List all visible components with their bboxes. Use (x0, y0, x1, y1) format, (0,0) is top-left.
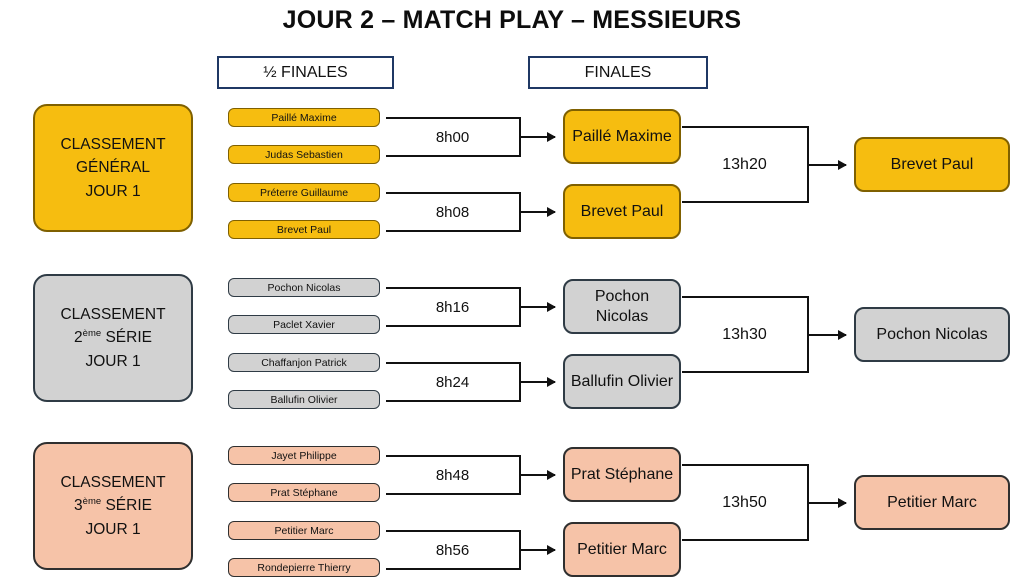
match-time: 13h20 (720, 155, 769, 174)
category-line-1: CLASSEMENT (60, 306, 166, 324)
match-time: 8h08 (433, 203, 472, 221)
arrow-icon (521, 545, 556, 555)
semifinal-player-pill[interactable]: Judas Sebastien (228, 145, 380, 164)
category-line-2: 2ème SÉRIE (74, 326, 152, 349)
match-time: 8h24 (433, 373, 472, 391)
semifinal-bracket-connector: 8h16 (386, 287, 521, 327)
winner-box[interactable]: Pochon Nicolas (854, 307, 1010, 362)
category-box-serie-2: CLASSEMENT 2ème SÉRIE JOUR 1 (33, 274, 193, 402)
arrow-icon (521, 207, 556, 217)
category-series-word: SÉRIE (105, 497, 152, 515)
arrow-icon (809, 498, 847, 508)
category-box-serie-3: CLASSEMENT 3ème SÉRIE JOUR 1 (33, 442, 193, 570)
semifinal-player-pill[interactable]: Prat Stéphane (228, 483, 380, 502)
bracket-section-serie-2: CLASSEMENT 2ème SÉRIE JOUR 1 Pochon Nico… (0, 274, 1024, 410)
category-line-2: GÉNÉRAL (75, 159, 151, 177)
category-series-suffix: ème (82, 328, 102, 340)
category-series-suffix: ème (82, 496, 102, 508)
semifinal-player-pill[interactable]: Rondepierre Thierry (228, 558, 380, 577)
semifinal-player-pill[interactable]: Chaffanjon Patrick (228, 353, 380, 372)
match-time: 8h56 (433, 541, 472, 559)
semifinal-bracket-connector: 8h08 (386, 192, 521, 232)
semifinal-player-pill[interactable]: Paclet Xavier (228, 315, 380, 334)
match-time: 8h00 (433, 128, 472, 146)
arrow-icon (809, 160, 847, 170)
semifinal-bracket-connector: 8h24 (386, 362, 521, 402)
winner-box[interactable]: Petitier Marc (854, 475, 1010, 530)
category-box-general: CLASSEMENT GÉNÉRAL JOUR 1 (33, 104, 193, 232)
finalist-box[interactable]: Pochon Nicolas (563, 279, 681, 334)
semifinal-player-pill[interactable]: Brevet Paul (228, 220, 380, 239)
semifinal-bracket-connector: 8h56 (386, 530, 521, 570)
semifinal-player-pill[interactable]: Pochon Nicolas (228, 278, 380, 297)
match-time: 13h50 (720, 493, 769, 512)
semifinal-bracket-connector: 8h48 (386, 455, 521, 495)
category-series-number: 2 (74, 329, 83, 347)
semifinal-player-pill[interactable]: Jayet Philippe (228, 446, 380, 465)
page-title: JOUR 2 – MATCH PLAY – MESSIEURS (282, 6, 742, 34)
finalist-box[interactable]: Ballufin Olivier (563, 354, 681, 409)
round-header-semifinals: ½ FINALES (217, 56, 394, 89)
semifinal-player-pill[interactable]: Petitier Marc (228, 521, 380, 540)
category-series-number: 3 (74, 497, 83, 515)
finalist-box[interactable]: Petitier Marc (563, 522, 681, 577)
arrow-icon (809, 330, 847, 340)
arrow-icon (521, 132, 556, 142)
match-time: 8h48 (433, 466, 472, 484)
bracket-section-general: CLASSEMENT GÉNÉRAL JOUR 1 Paillé Maxime … (0, 104, 1024, 244)
bracket-section-serie-3: CLASSEMENT 3ème SÉRIE JOUR 1 Jayet Phili… (0, 442, 1024, 578)
arrow-icon (521, 302, 556, 312)
category-line-3: JOUR 1 (85, 520, 141, 538)
category-line-1: CLASSEMENT (60, 474, 166, 492)
final-bracket-connector: 13h20 (682, 126, 809, 203)
match-time: 8h16 (433, 298, 472, 316)
round-header-semifinals-label: ½ FINALES (263, 63, 348, 81)
match-time: 13h30 (720, 325, 769, 344)
finalist-box[interactable]: Prat Stéphane (563, 447, 681, 502)
winner-box[interactable]: Brevet Paul (854, 137, 1010, 192)
category-line-2: 3ème SÉRIE (74, 494, 152, 517)
category-line-1: CLASSEMENT (60, 136, 166, 154)
final-bracket-connector: 13h50 (682, 464, 809, 541)
semifinal-player-pill[interactable]: Ballufin Olivier (228, 390, 380, 409)
category-series-word: SÉRIE (105, 329, 152, 347)
arrow-icon (521, 377, 556, 387)
category-line-3: JOUR 1 (85, 352, 141, 370)
semifinal-player-pill[interactable]: Paillé Maxime (228, 108, 380, 127)
semifinal-bracket-connector: 8h00 (386, 117, 521, 157)
category-line-3: JOUR 1 (85, 182, 141, 200)
finalist-box[interactable]: Brevet Paul (563, 184, 681, 239)
arrow-icon (521, 470, 556, 480)
final-bracket-connector: 13h30 (682, 296, 809, 373)
round-header-finals: FINALES (528, 56, 708, 89)
semifinal-player-pill[interactable]: Préterre Guillaume (228, 183, 380, 202)
round-header-finals-label: FINALES (584, 63, 652, 81)
finalist-box[interactable]: Paillé Maxime (563, 109, 681, 164)
